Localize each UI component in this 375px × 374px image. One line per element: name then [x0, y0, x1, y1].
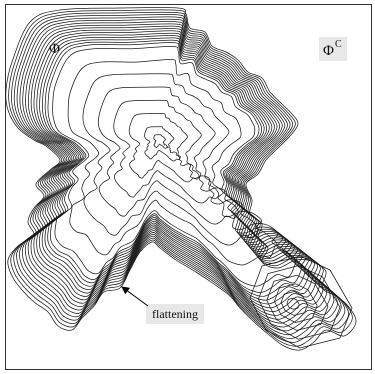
- phi-complement-label: Φ C: [319, 37, 347, 61]
- flattening-annotation: flattening: [122, 287, 204, 324]
- contour-line: [31, 28, 323, 315]
- level-set-contours: [6, 7, 356, 350]
- contour-line: [17, 17, 341, 335]
- phi-label-text: Φ: [49, 41, 60, 57]
- contour-line: [154, 135, 168, 149]
- flattening-arrow: [122, 287, 148, 306]
- contour-line: [14, 14, 345, 338]
- phi-complement-superscript: C: [335, 39, 342, 50]
- flattening-label-text: flattening: [152, 307, 198, 321]
- phi-label: Φ: [49, 41, 60, 57]
- contour-line: [145, 127, 180, 161]
- phi-complement-label-text: Φ: [323, 43, 334, 59]
